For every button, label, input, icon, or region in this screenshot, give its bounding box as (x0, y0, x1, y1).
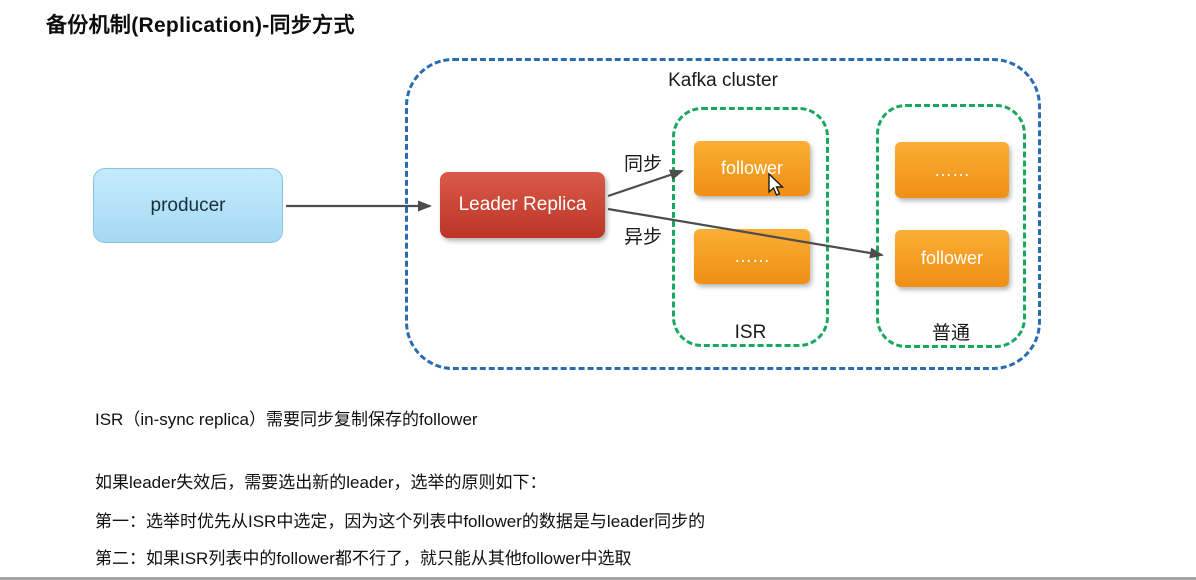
note-election-rule-1: 第一：选举时优先从ISR中选定，因为这个列表中follower的数据是与lead… (95, 512, 706, 531)
normal-ellipsis-node: …… (895, 142, 1009, 198)
isr-ellipsis-node: …… (694, 229, 810, 284)
normal-group-label: 普通 (931, 323, 970, 344)
async-arrow-label: 异步 (624, 227, 663, 248)
normal-follower-node: follower (895, 230, 1009, 287)
kafka-cluster-label: Kafka cluster (668, 70, 778, 91)
normal-group-box (876, 104, 1026, 348)
sync-arrow-label: 同步 (624, 154, 663, 175)
note-leader-election-intro: 如果leader失效后，需要选出新的leader，选举的原则如下： (95, 473, 547, 492)
note-election-rule-2: 第二：如果ISR列表中的follower都不行了，就只能从其他follower中… (95, 549, 632, 568)
isr-follower-node: follower (694, 141, 810, 196)
kafka-cluster-box: Kafka cluster (405, 58, 1041, 370)
leader-replica-node: Leader Replica (440, 172, 605, 238)
isr-group-label: ISR (734, 322, 767, 343)
note-isr-definition: ISR（in-sync replica）需要同步复制保存的follower (95, 410, 478, 429)
page-title: 备份机制(Replication)-同步方式 (46, 14, 355, 37)
producer-node: producer (93, 168, 283, 243)
bottom-edge-bar (0, 577, 1196, 580)
